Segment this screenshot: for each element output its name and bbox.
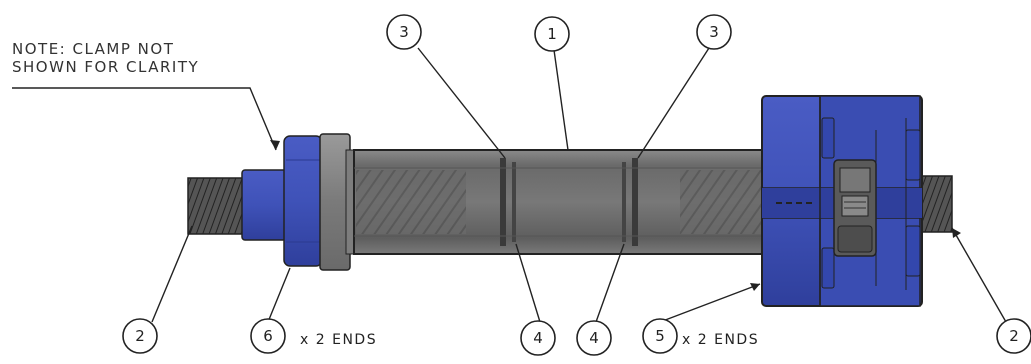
balloon-label: 6 bbox=[263, 327, 273, 345]
balloon-item-5: 5 bbox=[642, 318, 678, 354]
balloon-label: 2 bbox=[1009, 327, 1019, 345]
balloon-circle bbox=[520, 320, 556, 356]
balloon-item-1: 1 bbox=[534, 16, 570, 52]
balloon-label: 3 bbox=[709, 23, 719, 41]
qty-label-item-5: x 2 ENDS bbox=[682, 332, 759, 348]
balloon-item-4: 4 bbox=[576, 320, 612, 356]
balloon-circle bbox=[576, 320, 612, 356]
balloon-circle bbox=[996, 318, 1031, 354]
balloon-label: 2 bbox=[135, 327, 145, 345]
balloon-circle bbox=[696, 14, 732, 50]
left-threaded-rod bbox=[187, 177, 245, 235]
balloon-circle bbox=[386, 14, 422, 50]
balloon-circle bbox=[250, 318, 286, 354]
balloon-label: 3 bbox=[399, 23, 409, 41]
leader-lines bbox=[12, 47, 1007, 323]
seal-ring-left bbox=[500, 158, 506, 246]
balloon-item-4: 4 bbox=[520, 320, 556, 356]
balloon-item-2: 2 bbox=[996, 318, 1031, 354]
balloon-item-2: 2 bbox=[122, 318, 158, 354]
clamp-note: NOTE: CLAMP NOT SHOWN FOR CLARITY bbox=[12, 40, 199, 76]
arrowheads bbox=[270, 140, 961, 291]
balloon-label: 4 bbox=[533, 329, 543, 347]
balloon-callouts: 3 1 3 2 6 4 4 5 2 bbox=[122, 14, 1031, 356]
balloon-item-3: 3 bbox=[386, 14, 422, 50]
balloon-item-6: 6 bbox=[250, 318, 286, 354]
left-fitting-nut bbox=[283, 135, 323, 267]
clamp-note-line-1: NOTE: CLAMP NOT bbox=[12, 40, 175, 58]
clamp-note-line-2: SHOWN FOR CLARITY bbox=[12, 58, 200, 76]
balloon-circle bbox=[642, 318, 678, 354]
qty-label-item-6: x 2 ENDS bbox=[300, 332, 377, 348]
balloon-item-3: 3 bbox=[696, 14, 732, 50]
balloon-circle bbox=[122, 318, 158, 354]
left-fitting-sleeve bbox=[241, 169, 287, 241]
balloon-label: 1 bbox=[547, 25, 557, 43]
seal-ring-right bbox=[632, 158, 638, 246]
balloon-circle bbox=[534, 16, 570, 52]
balloon-label: 4 bbox=[589, 329, 599, 347]
balloon-label: 5 bbox=[655, 327, 665, 345]
